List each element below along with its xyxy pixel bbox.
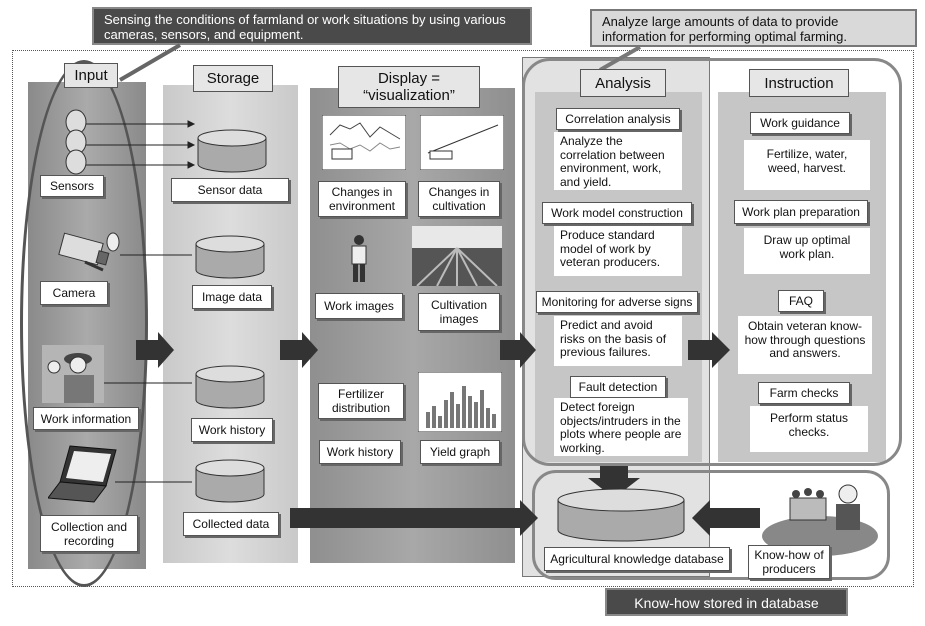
analysis-desc-work-model: Produce standard model of work by vetera…: [554, 226, 682, 276]
database-label: Agricultural knowledge database: [544, 547, 730, 571]
analysis-desc-monitoring: Predict and avoid risks on the basis of …: [554, 316, 682, 366]
cylinder-icon: [195, 365, 265, 409]
instruction-item-farm-checks: Farm checks: [758, 382, 850, 404]
bar-graph-icon: [418, 372, 502, 432]
arrow-analysis-database: [588, 466, 640, 498]
producers-label: Know-how of producers: [748, 545, 830, 579]
instruction-desc-farm-checks: Perform status checks.: [750, 406, 868, 452]
outer-frame: [12, 50, 914, 587]
line-graph-icon: [420, 115, 504, 170]
display-item-cultivation-images: Cultivation images: [418, 293, 500, 331]
worker-figure-icon: [351, 235, 367, 282]
arrow-storage-display: [280, 332, 318, 368]
cylinder-icon: [197, 129, 267, 173]
cylinder-icon: [557, 488, 685, 542]
display-item-changes-environment: Changes in environment: [318, 181, 406, 217]
analysis-item-work-model: Work model construction: [542, 202, 692, 224]
display-item-yield-graph: Yield graph: [420, 440, 500, 464]
storage-item-sensor-data: Sensor data: [171, 178, 289, 202]
analyze-callout: Analyze large amounts of data to provide…: [590, 9, 917, 47]
analysis-desc-fault-detection: Detect foreign objects/intruders in the …: [554, 398, 688, 456]
instruction-item-work-plan: Work plan preparation: [734, 200, 868, 224]
input-item-work-information: Work information: [33, 407, 139, 430]
instruction-desc-work-guidance: Fertilize, water, weed, harvest.: [744, 140, 870, 190]
display-item-changes-cultivation: Changes in cultivation: [418, 181, 500, 217]
analysis-desc-correlation: Analyze the correlation between environm…: [554, 132, 682, 190]
input-header: Input: [64, 63, 118, 88]
sensing-callout: Sensing the conditions of farmland or wo…: [92, 7, 532, 45]
display-item-fertilizer-distribution: Fertilizer distribution: [318, 383, 404, 419]
storage-item-collected-data: Collected data: [183, 512, 279, 536]
analysis-group-outline: [522, 58, 902, 466]
arrow-display-analysis: [500, 332, 536, 368]
input-item-camera: Camera: [40, 281, 108, 305]
camera-icon: [58, 232, 120, 272]
line-graph-icon: [322, 115, 406, 170]
instruction-desc-work-plan: Draw up optimal work plan.: [744, 228, 870, 274]
database-group-outline: [532, 470, 890, 580]
analysis-header: Analysis: [580, 69, 666, 97]
producers-photo-icon: [762, 484, 878, 556]
storage-header: Storage: [193, 65, 273, 92]
input-ellipse: [20, 60, 148, 587]
analysis-item-fault-detection: Fault detection: [570, 376, 666, 398]
field-photo-icon: [412, 226, 502, 286]
instruction-item-faq: FAQ: [778, 290, 824, 312]
display-item-work-images: Work images: [315, 293, 403, 319]
display-item-work-history: Work history: [319, 440, 401, 464]
analysis-item-monitoring: Monitoring for adverse signs: [536, 291, 698, 313]
instruction-item-work-guidance: Work guidance: [750, 112, 850, 134]
arrow-analysis-instruction: [688, 332, 730, 368]
laptop-icon: [48, 445, 117, 503]
arrow-collected-database: [290, 500, 538, 536]
input-item-sensors: Sensors: [40, 175, 104, 197]
input-item-collection-recording: Collection and recording: [40, 515, 138, 552]
sensor-icon: [65, 109, 87, 175]
farmer-icon: [42, 345, 104, 403]
storage-item-work-history: Work history: [191, 418, 273, 442]
analysis-item-correlation: Correlation analysis: [556, 108, 680, 130]
storage-item-image-data: Image data: [192, 285, 272, 309]
knowhow-callout: Know-how stored in database: [605, 588, 848, 616]
instruction-header: Instruction: [749, 69, 849, 97]
arrow-producers-database: [692, 500, 760, 536]
arrow-input-storage: [136, 332, 174, 368]
instruction-desc-faq: Obtain veteran know-how through question…: [738, 316, 872, 374]
cylinder-icon: [195, 235, 265, 279]
cylinder-icon: [195, 459, 265, 503]
display-header: Display = “visualization”: [338, 66, 480, 108]
